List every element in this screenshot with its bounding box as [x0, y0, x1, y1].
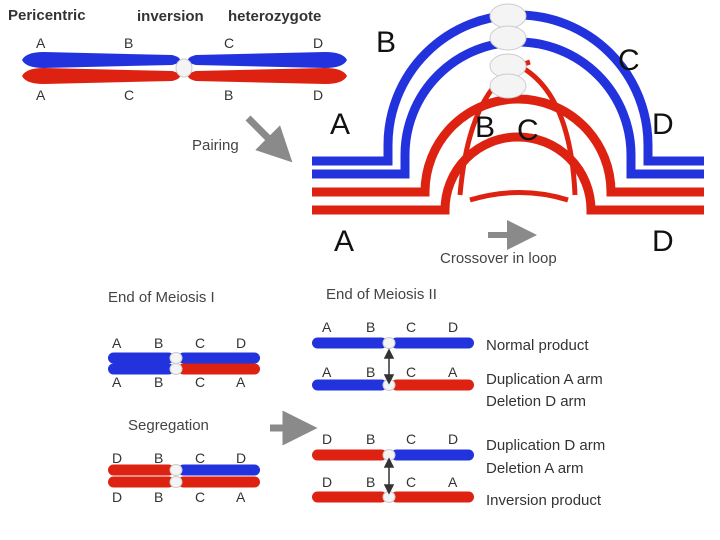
loop-label-d-mid: D [652, 108, 674, 141]
m2-p3-result-2: Deletion A arm [486, 460, 584, 477]
m1-p2-bottom-1: D [112, 489, 123, 505]
top-chromosome-normal [22, 52, 347, 68]
pairing-arrow [245, 115, 293, 163]
top-centromere [175, 58, 193, 78]
title-word-2: inversion [137, 8, 204, 25]
meiosis-two-arrows [383, 348, 395, 495]
meiosis-one-title: End of Meiosis I [108, 289, 215, 306]
loop-label-c-outer: C [618, 44, 640, 77]
m2-p1-label-4: D [448, 319, 459, 335]
top-inverted-label-4: D [313, 87, 324, 103]
m2-p1-result: Normal product [486, 337, 589, 354]
top-inverted-label-2: C [124, 87, 135, 103]
top-normal-label-3: C [224, 35, 235, 51]
m2-p1-label-1: A [322, 319, 332, 335]
m1-p1-bottom-2: B [154, 374, 164, 390]
m1-p1-top-1: A [112, 335, 122, 351]
m1-p2-top-3: C [195, 450, 206, 466]
m2-p2-result-1: Duplication A arm [486, 371, 603, 388]
m2-p3-label-4: D [448, 431, 459, 447]
m1-p2-bottom-left-arm [108, 476, 174, 488]
m1-p1-bottom-left-arm [108, 363, 174, 375]
top-normal-label-1: A [36, 35, 46, 51]
m1-p1-bottom-3: C [195, 374, 206, 390]
pairing-label: Pairing [192, 137, 239, 154]
m1-p1-bottom-4: A [236, 374, 246, 390]
m1-p1-top-2: B [154, 335, 164, 351]
m2-p3-right-arm [391, 449, 474, 461]
m1-p2-bottom-3: C [195, 489, 206, 505]
m1-p2-bottom-2: B [154, 489, 164, 505]
m2-p2-right-arm [391, 379, 474, 391]
m2-p4-label-3: C [406, 474, 417, 490]
m1-p2-top-centromere [169, 464, 183, 476]
m2-p1-label-3: C [406, 319, 417, 335]
loop-label-c-inner: C [517, 114, 539, 147]
m2-p2-result-2: Deletion D arm [486, 393, 587, 410]
m2-p1-centromere [382, 337, 396, 349]
m2-p2-label-2: B [366, 364, 376, 380]
m2-p2-left-arm [312, 379, 387, 391]
top-chromosome-inverted [22, 68, 347, 84]
m2-p3-label-2: B [366, 431, 376, 447]
m2-p2-label-4: A [448, 364, 458, 380]
crossover-label: Crossover in loop [440, 250, 557, 267]
m1-p2-bottom-centromere [169, 476, 183, 488]
m2-p3-label-1: D [322, 431, 333, 447]
m1-p2-bottom-4: A [236, 489, 246, 505]
m1-p2-top-2: B [154, 450, 164, 466]
m2-p4-label-2: B [366, 474, 376, 490]
m2-p1-left-arm [312, 337, 387, 349]
m1-p2-top-1: D [112, 450, 123, 466]
m2-p1-label-2: B [366, 319, 376, 335]
top-inverted-label-3: B [224, 87, 234, 103]
segregation-label: Segregation [128, 417, 209, 434]
m1-p2-top-left-arm [108, 464, 174, 476]
m1-p2-top-4: D [236, 450, 247, 466]
m2-p4-right-arm [391, 491, 474, 503]
m2-p4-result: Inversion product [486, 492, 602, 509]
m1-p2-top-right-arm [178, 464, 260, 476]
top-normal-label-4: D [313, 35, 324, 51]
loop-label-a-bottom: A [334, 225, 355, 258]
m1-p1-top-4: D [236, 335, 247, 351]
m2-p4-left-arm [312, 491, 387, 503]
m1-p1-top-left-arm [108, 352, 174, 364]
loop-arches [312, 10, 704, 215]
m2-p4-label-1: D [322, 474, 333, 490]
m1-p1-top-centromere [169, 352, 183, 364]
m2-p3-result-1: Duplication D arm [486, 437, 606, 454]
m1-p1-bottom-1: A [112, 374, 122, 390]
m2-p4-label-4: A [448, 474, 458, 490]
meiosis-two-title: End of Meiosis II [326, 286, 437, 303]
title-word-3: heterozygote [228, 8, 322, 25]
top-inverted-label-1: A [36, 87, 46, 103]
loop-label-d-bottom: D [652, 225, 674, 258]
m1-p1-top-3: C [195, 335, 206, 351]
m2-p2-label-3: C [406, 364, 417, 380]
top-normal-label-2: B [124, 35, 134, 51]
title-word-1: Pericentric [8, 7, 86, 24]
meiosis-chromosomes [108, 337, 474, 503]
m1-p1-top-right-arm [178, 352, 260, 364]
m1-p1-bottom-right-arm [178, 363, 260, 375]
m1-p2-bottom-right-arm [178, 476, 260, 488]
loop-label-b-inner: B [475, 111, 496, 144]
m2-p3-label-3: C [406, 431, 417, 447]
m1-p1-bottom-centromere [169, 363, 183, 375]
m2-p3-left-arm [312, 449, 387, 461]
m2-p2-label-1: A [322, 364, 332, 380]
loop-label-a-mid: A [330, 108, 351, 141]
m2-p1-right-arm [391, 337, 474, 349]
loop-centromeres [489, 3, 527, 99]
loop-label-b-outer: B [376, 26, 397, 59]
